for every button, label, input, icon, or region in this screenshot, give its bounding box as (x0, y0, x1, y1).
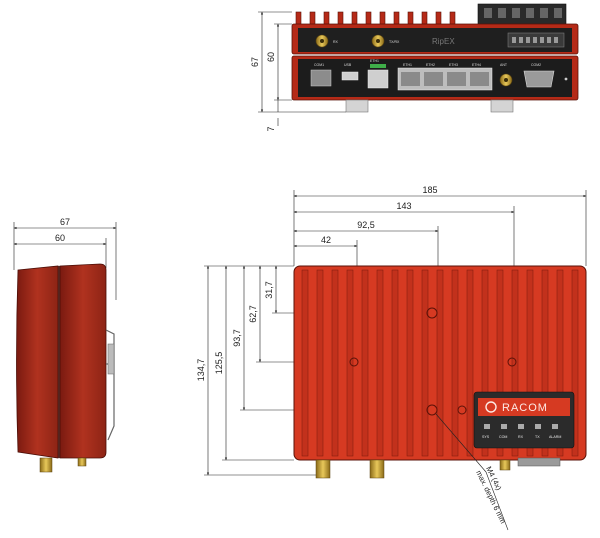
led-label-alarm: ALARM (549, 435, 561, 439)
cooling-fin (361, 269, 369, 457)
racom-logo-icon (485, 401, 497, 413)
dim-side-overall-width: 67 (60, 217, 70, 227)
port-label-com1: COM1 (314, 63, 324, 67)
dim-top-93-7: 93,7 (232, 329, 242, 347)
cooling-fin (571, 269, 579, 457)
com1-port (310, 69, 332, 87)
dim-top-185: 185 (422, 185, 437, 195)
cooling-fin (421, 269, 429, 457)
cooling-fin (481, 269, 489, 457)
side-gps-connector-icon (77, 457, 87, 467)
top-antenna-connector-left-icon (315, 459, 331, 479)
port-label-usb: USB (344, 63, 352, 67)
port-label-eth3: ETH3 (449, 63, 458, 67)
port-label-eth1: ETH1 (403, 63, 412, 67)
eth-port-single (367, 69, 389, 89)
port-label-com2: COM2 (531, 63, 541, 67)
usb-port (341, 71, 359, 81)
dim-side-body-width: 60 (55, 233, 65, 243)
cooling-fin (376, 269, 384, 457)
cooling-fin (466, 269, 474, 457)
din-clip-right (490, 99, 514, 113)
led-label-tx: TX (535, 435, 540, 439)
dim-front-body-height: 60 (266, 52, 276, 62)
brand-bar (478, 398, 570, 416)
port-label-eth4: ETH4 (472, 63, 481, 67)
led-label-rx: RX (518, 435, 524, 439)
side-view: 67 60 (13, 217, 117, 473)
cooling-fin (316, 269, 324, 457)
cooling-fin (436, 269, 444, 457)
dim-front-overall-height: 67 (250, 57, 260, 67)
brand-logo-text: RACOM (502, 402, 548, 414)
led-label-sys: SYS (482, 435, 490, 439)
side-antenna-connector-icon (39, 457, 53, 473)
cooling-fin (331, 269, 339, 457)
dim-front-foot: 7 (266, 126, 276, 131)
cooling-fin (406, 269, 414, 457)
dim-top-42: 42 (321, 235, 331, 245)
cooling-fin (511, 269, 519, 457)
din-clip-left (345, 99, 369, 113)
cooling-fin (451, 269, 459, 457)
port-label-eth1a: ETH1 (370, 59, 379, 63)
cooling-fin (526, 269, 534, 457)
dim-top-31-7: 31,7 (264, 281, 274, 299)
cooling-fin (391, 269, 399, 457)
cooling-fin (301, 269, 309, 457)
top-antenna-connector-right-icon (369, 459, 385, 479)
connector-label-txrx: TX/RX (389, 40, 400, 44)
led-label-com: COM (499, 435, 507, 439)
top-com2-connector (517, 457, 561, 467)
top-cooling-fins (301, 269, 579, 457)
connector-label-rx: RX (333, 40, 339, 44)
com2-dsub-port (523, 70, 555, 88)
front-fins (295, 11, 456, 27)
cooling-fin (496, 269, 504, 457)
dim-top-62-7: 62,7 (248, 305, 258, 323)
side-housing-left (16, 265, 59, 459)
dim-top-125-5: 125,5 (214, 352, 224, 375)
top-gps-connector-icon (499, 459, 511, 471)
cooling-fin (541, 269, 549, 457)
dim-top-143: 143 (396, 201, 411, 211)
led-indicators (484, 424, 558, 429)
eth-switch-ports (397, 67, 493, 91)
dim-top-134-7: 134,7 (196, 359, 206, 382)
model-label: RipEX (432, 37, 455, 46)
port-label-eth2: ETH2 (426, 63, 435, 67)
mounting-holes (349, 307, 517, 416)
port-label-ant: ANT (500, 63, 508, 67)
dim-top-92-5: 92,5 (357, 220, 375, 230)
top-view: 185 143 92,5 42 134,7 125,5 93,7 62,7 31… (196, 185, 587, 531)
cooling-fin (556, 269, 564, 457)
front-view: RX TX/RX RipEX COM1 USB ETH1 ETH1 ETH2 E… (250, 3, 579, 132)
side-housing-right (59, 263, 107, 459)
